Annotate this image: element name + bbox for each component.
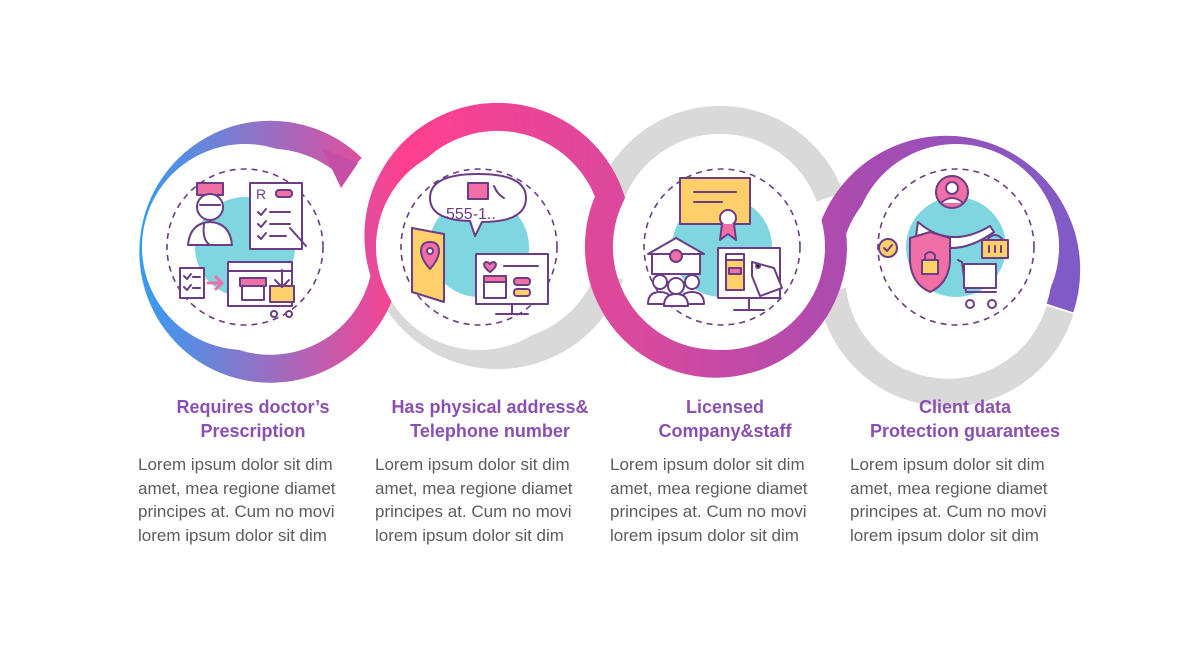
step-4-title-line-2: Protection guarantees xyxy=(869,421,1061,441)
step-1-body-line: Lorem ipsum dolor sit dim xyxy=(138,455,333,474)
step-4-title: Client data Protection guarantees xyxy=(850,395,1080,443)
grey-ring-3 xyxy=(596,105,844,203)
step-2-body-line: lorem ipsum dolor sit dim xyxy=(375,525,564,545)
grey-ring-4 xyxy=(818,288,1074,407)
step-1-body-line: lorem ipsum dolor sit dim xyxy=(138,525,327,545)
step-2-body-line: amet, mea regione diamet xyxy=(375,478,573,498)
step-1-body: Lorem ipsum dolor sit dim amet, mea regi… xyxy=(138,453,368,547)
step-1-text: Requires doctor’s Prescription Lorem ips… xyxy=(138,395,368,547)
step-1-title-line-1: Requires doctor’s xyxy=(176,397,330,417)
step-2-title-line-2: Telephone number xyxy=(410,421,570,441)
step-2-text: Has physical address& Telephone number L… xyxy=(375,395,605,547)
step-4-body-line: lorem ipsum dolor sit dim xyxy=(850,525,1039,545)
address-telephone-icon: 555-1.. xyxy=(411,173,549,315)
step-1-body-line: amet, mea regione diamet xyxy=(138,478,336,498)
phone-number-text: 555-1.. xyxy=(446,206,496,223)
step-1-body-line: principes at. Cum no movi xyxy=(138,502,335,521)
step-4-body: Lorem ipsum dolor sit dim amet, mea regi… xyxy=(850,453,1080,547)
step-3-body: Lorem ipsum dolor sit dim amet, mea regi… xyxy=(610,453,840,547)
step-4-body-line: principes at. Cum no movi xyxy=(850,502,1047,521)
step-2-body-line: Lorem ipsum dolor sit dim xyxy=(375,455,570,474)
step-3-title: Licensed Company&staff xyxy=(610,395,840,443)
step-3-body-line: principes at. Cum no movi xyxy=(610,502,807,521)
step-2-body-line: principes at. Cum no movi xyxy=(375,502,572,521)
step-1-title: Requires doctor’s Prescription xyxy=(138,395,368,443)
doctor-prescription-icon: R xyxy=(179,182,307,318)
step-1-title-line-2: Prescription xyxy=(200,421,306,441)
step-3-title-line-1: Licensed xyxy=(685,397,765,417)
ribbon-tail-arrow xyxy=(322,148,358,188)
data-protection-icon xyxy=(878,175,1009,309)
step-4-body-line: Lorem ipsum dolor sit dim xyxy=(850,455,1045,474)
step-2-title-line-1: Has physical address& xyxy=(391,397,589,417)
svg-text:R: R xyxy=(256,186,266,202)
step-2-title: Has physical address& Telephone number xyxy=(375,395,605,443)
step-3-text: Licensed Company&staff Lorem ipsum dolor… xyxy=(610,395,840,547)
step-3-body-line: Lorem ipsum dolor sit dim xyxy=(610,455,805,474)
step-3-body-line: amet, mea regione diamet xyxy=(610,478,808,498)
step-4-title-line-1: Client data xyxy=(918,397,1011,417)
step-3-body-line: lorem ipsum dolor sit dim xyxy=(610,525,799,545)
license-staff-icon xyxy=(647,177,783,311)
step-4-body-line: amet, mea regione diamet xyxy=(850,478,1048,498)
step-3-title-line-2: Company&staff xyxy=(658,421,792,441)
step-2-body: Lorem ipsum dolor sit dim amet, mea regi… xyxy=(375,453,605,547)
step-4-text: Client data Protection guarantees Lorem … xyxy=(850,395,1080,547)
